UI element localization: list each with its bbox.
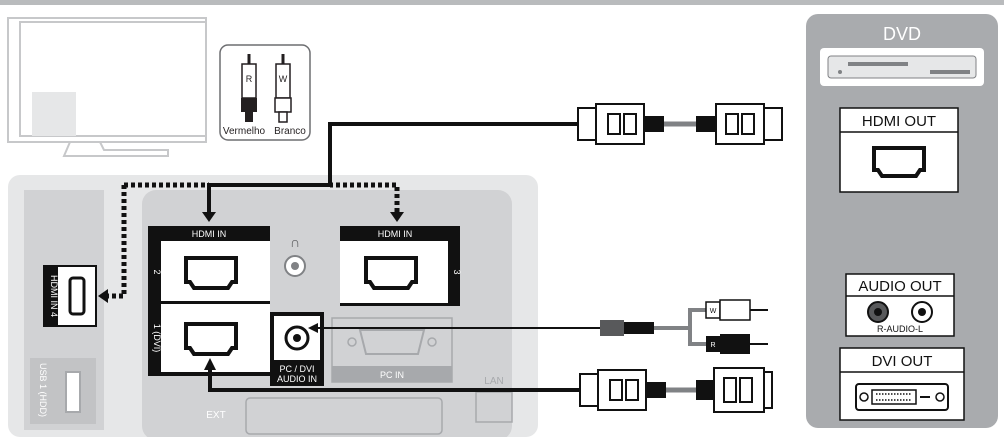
- hdmi-dvi-cable: [204, 358, 773, 413]
- dvi-out-label: DVI OUT: [872, 353, 933, 370]
- hdmi-in-4-port: HDMI IN 4: [43, 265, 97, 327]
- top-divider: [0, 0, 1004, 5]
- hdmi-in-top-label: HDMI IN: [192, 229, 227, 239]
- hdmi-jack-icon: [184, 256, 238, 290]
- hdmi-jack-icon: [68, 276, 86, 316]
- hdmi-in-3-port: HDMI IN 3: [340, 226, 462, 306]
- hdmi-jack-icon: [872, 146, 926, 178]
- rca-white-plug-icon: [274, 54, 292, 123]
- rca-red-plug-icon: [241, 54, 257, 122]
- usb-port: USB 1 (HDD): [30, 358, 96, 424]
- dvi-jack-icon: [855, 383, 949, 411]
- rca-legend: R W Vermelho Branco: [219, 44, 311, 141]
- usb-jack-icon: [65, 371, 81, 413]
- vga-jack-icon: [358, 329, 426, 355]
- rca-white-caption: Branco: [274, 126, 306, 137]
- rca-white-pin-label: W: [279, 74, 288, 84]
- audio-cable: W R: [308, 299, 768, 354]
- ethernet-jack-icon: [475, 391, 513, 423]
- headphone-jack: ∩: [284, 234, 306, 277]
- audio-in-label: AUDIO IN: [277, 374, 317, 384]
- scart-jack-icon: [245, 397, 443, 435]
- hdmi-cable-plugs: [577, 103, 783, 145]
- hdmi-jack-icon: [364, 256, 418, 290]
- hdmi-in-right-label: HDMI IN: [378, 229, 413, 239]
- hdmi-in-2-port: HDMI IN 2 1 (DVI): [148, 226, 270, 376]
- cable-white-pin-label: W: [710, 308, 717, 315]
- port-2-label: 2: [152, 269, 162, 274]
- tv-outline: [7, 17, 207, 157]
- hdmi-out-port: HDMI OUT: [839, 107, 959, 193]
- rca-red-pin-label: R: [246, 74, 253, 84]
- dvi-out-port: DVI OUT: [839, 347, 965, 421]
- rca-red-plug-icon: [706, 336, 720, 352]
- usb-label: USB 1 (HDD): [38, 363, 48, 417]
- audio-out-label: AUDIO OUT: [858, 278, 941, 295]
- pc-dvi-label: PC / DVI: [279, 364, 314, 374]
- port-1-dvi-label: 1 (DVI): [152, 324, 162, 353]
- tv-panel-marker: [32, 92, 76, 136]
- port-3-label: 3: [452, 269, 462, 274]
- rca-red-caption: Vermelho: [223, 126, 266, 137]
- lan-port: LAN: [475, 376, 513, 423]
- dvd-player-icon: [820, 48, 984, 86]
- dvd-title: DVD: [883, 24, 921, 44]
- hdmi-out-label: HDMI OUT: [862, 113, 936, 130]
- pc-in-label: PC IN: [380, 370, 404, 380]
- hdmi-cable-dotted: [98, 182, 404, 303]
- lan-label: LAN: [484, 376, 503, 387]
- cable-red-pin-label: R: [710, 342, 715, 349]
- dvd-panel: DVD HDMI OUT AUDIO OUT R-AUDIO-L: [806, 14, 998, 428]
- headphone-icon: ∩: [290, 234, 300, 250]
- ext-label: EXT: [206, 410, 225, 421]
- tv-stand: [62, 141, 169, 157]
- hdmi-jack-icon: [184, 322, 238, 356]
- audio-out-port: AUDIO OUT R-AUDIO-L: [845, 273, 955, 337]
- ext-port: EXT: [206, 397, 443, 435]
- audio-channels-label: R-AUDIO-L: [877, 324, 923, 334]
- pc-dvi-audio-in-port: PC / DVI AUDIO IN: [270, 312, 324, 386]
- hdmi-in-4-label: HDMI IN 4: [49, 275, 59, 317]
